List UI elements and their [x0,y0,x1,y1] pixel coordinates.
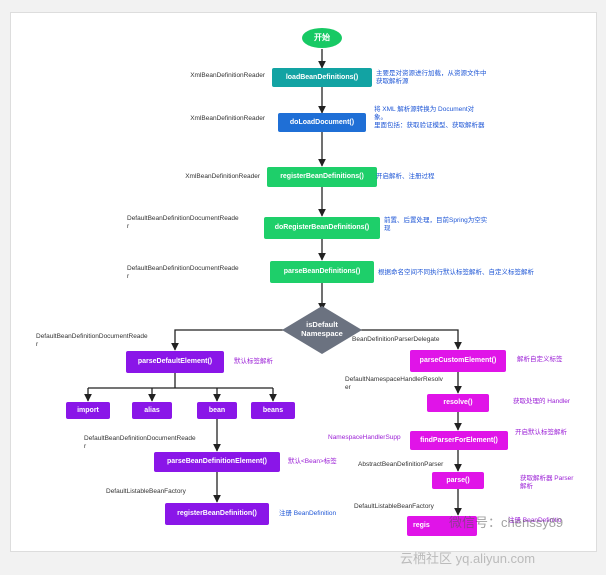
class-label-abstract-parser: AbstractBeanDefinitionParser [358,461,444,468]
class-label-xml-reader-1: XmlBeanDefinitionReader [190,72,265,79]
register-bean-definition-right-node: regis [407,516,477,536]
register-bean-definitions-node: registerBeanDefinitions() [267,167,377,187]
note-default-tag: 默认标签解析 [234,358,273,365]
bean-node: bean [197,402,237,419]
note-custom-tag: 解析自定义标签 [517,356,563,363]
class-label-xml-reader-2: XmlBeanDefinitionReader [190,115,265,122]
alias-node: alias [132,402,172,419]
edge-diamond-custom [360,329,462,350]
start-node: 开始 [302,28,342,48]
isdefault-namespace-label: isDefault Namespace [301,320,343,338]
edge-diamond-default [171,329,285,351]
do-load-document-node: doLoadDocument() [278,113,366,132]
parse-bean-definitions-node: parseBeanDefinitions() [270,261,374,283]
find-parser-for-element-node: findParserForElement() [410,431,508,450]
class-label-doc-reader-4: DefaultBeanDefinitionDocumentReade r [84,435,196,451]
note-do-load: 将 XML 解析源转换为 Document对 象。 里面包括：获取验证模型、获取… [374,106,485,130]
note-register-left: 注册 BeanDefinition [279,510,337,517]
note-register-right: 注册 BeanDefinitio [508,517,562,524]
watermark-yunqi: 云栖社区 yq.aliyun.com [400,551,536,566]
watermark-wechat: 微信号：chenssy89 [449,515,564,530]
class-label-parser-delegate: BeanDefinitionParserDelegate [352,336,440,343]
class-label-namespace-handler-support: NamespaceHandlerSupp [328,434,401,441]
class-label-doc-reader-1: DefaultBeanDefinitionDocumentReade r [127,215,239,231]
note-parse-bean: 根据命名空间不同执行默认标签解析、自定义标签解析 [378,269,534,276]
register-bean-definition-node: registerBeanDefinition() [165,503,269,525]
note-do-register: 前置、后置处理，目前Spring为空实 现 [384,217,488,233]
do-register-bean-definitions-node: doRegisterBeanDefinitions() [264,217,380,239]
isdefault-namespace-diamond [282,306,362,354]
note-load: 主要是对资源进行加载，从资源文件中 获取解析源 [376,70,487,86]
note-register: 开启解析、注册过程 [376,173,435,180]
note-get-handler: 获取处理的 Handler [513,398,571,405]
class-label-doc-reader-3: DefaultBeanDefinitionDocumentReade r [36,333,148,349]
import-node: import [66,402,110,419]
parse-bean-definition-element-node: parseBeanDefinitionElement() [154,452,280,472]
class-label-listable-factory-left: DefaultListableBeanFactory [106,488,186,495]
class-label-namespace-resolver: DefaultNamespaceHandlerResolv er [345,376,443,392]
beans-node: beans [251,402,295,419]
class-label-listable-factory-right: DefaultListableBeanFactory [354,503,434,510]
class-label-xml-reader-3: XmlBeanDefinitionReader [185,173,260,180]
note-bean-tag: 默认<Bean>标签 [288,458,337,465]
resolve-node: resolve() [427,394,489,412]
parse-custom-element-node: parseCustomElement() [410,350,506,372]
note-enable-default: 开启默认标签解析 [515,429,567,436]
parse-node: parse() [432,472,484,489]
parse-default-element-node: parseDefaultElement() [126,351,224,373]
load-bean-definitions-node: loadBeanDefinitions() [272,68,372,87]
note-get-parser: 获取解析器 Parser 解析 [520,475,574,491]
class-label-doc-reader-2: DefaultBeanDefinitionDocumentReade r [127,265,239,281]
